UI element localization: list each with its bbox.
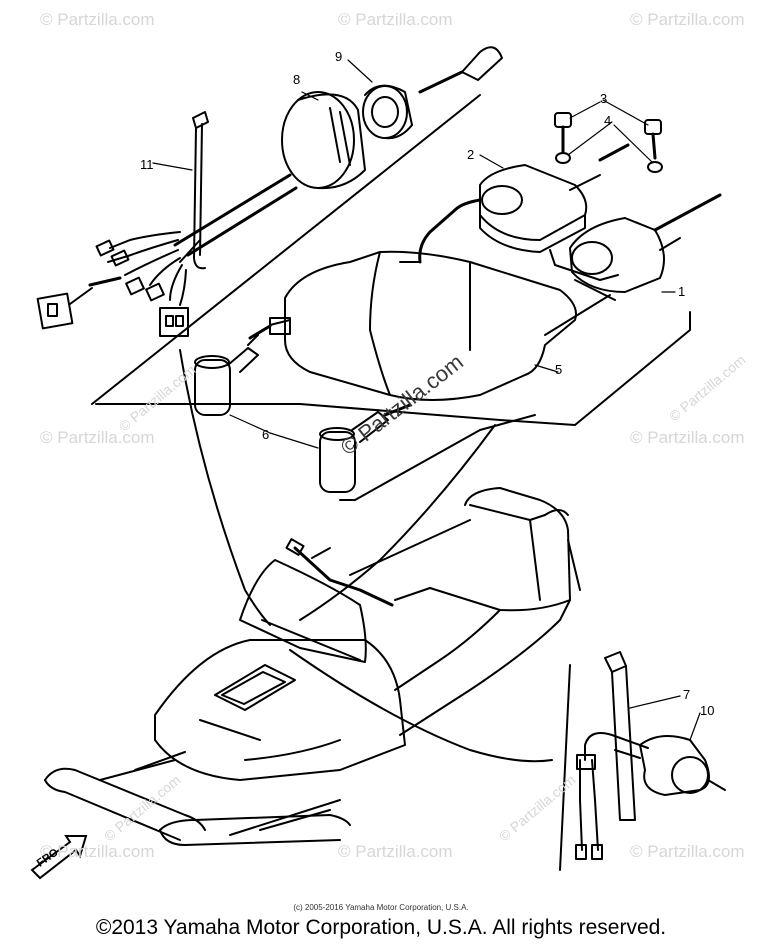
- callout-8: 8: [293, 72, 301, 87]
- right-panel-wire-ends: [575, 754, 603, 860]
- ignition-coil-part-2: [399, 164, 601, 264]
- middle-panel-right-edge: [499, 311, 691, 426]
- spark-plug-cap-part-6-right: [319, 403, 412, 493]
- wire-harness-connectors: [36, 231, 189, 337]
- washer-part-4-right: [647, 161, 663, 173]
- small-copyright: (c) 2005-2016 Yamaha Motor Corporation, …: [293, 903, 469, 912]
- snowmobile-body: [44, 487, 581, 846]
- washer-part-4-left: [555, 152, 571, 164]
- callout-3: 3: [600, 91, 608, 106]
- main-wire-right: [299, 424, 496, 621]
- upper-left-panel-line: [91, 94, 481, 405]
- callout-9: 9: [335, 49, 343, 64]
- key-switch-part-9: [362, 46, 503, 140]
- ignition-coil-part-1: [544, 193, 722, 336]
- right-panel-line: [559, 664, 571, 871]
- strap-part-7: [604, 651, 636, 821]
- callout-10: 10: [700, 703, 715, 718]
- callout-7: 7: [683, 687, 691, 702]
- main-wire-left: [179, 349, 271, 626]
- callout-6: 6: [262, 427, 270, 442]
- spark-plug-cap-part-6-left: [194, 334, 259, 416]
- middle-panel-right-line: [299, 403, 501, 421]
- footer-copyright: ©2013 Yamaha Motor Corporation, U.S.A. A…: [95, 916, 667, 939]
- front-direction-arrow: [30, 835, 88, 880]
- magneto-part-8: [173, 91, 366, 263]
- lower-panel-line: [354, 414, 536, 501]
- callout-11: 11: [140, 157, 154, 172]
- switch-part-10: [584, 732, 726, 796]
- plug-wire-upper: [598, 143, 630, 162]
- leader-lines: [152, 59, 701, 741]
- cdi-unit-part-5: [248, 250, 577, 401]
- callout-5: 5: [555, 362, 563, 377]
- wire-to-right-panel: [289, 649, 553, 763]
- callout-1: 1: [678, 284, 686, 299]
- bolt-part-3-left: [554, 112, 572, 154]
- bolt-part-3-right: [644, 119, 662, 160]
- callout-2: 2: [467, 147, 475, 162]
- callout-4: 4: [604, 113, 612, 128]
- cable-strap-part-11: [192, 111, 209, 270]
